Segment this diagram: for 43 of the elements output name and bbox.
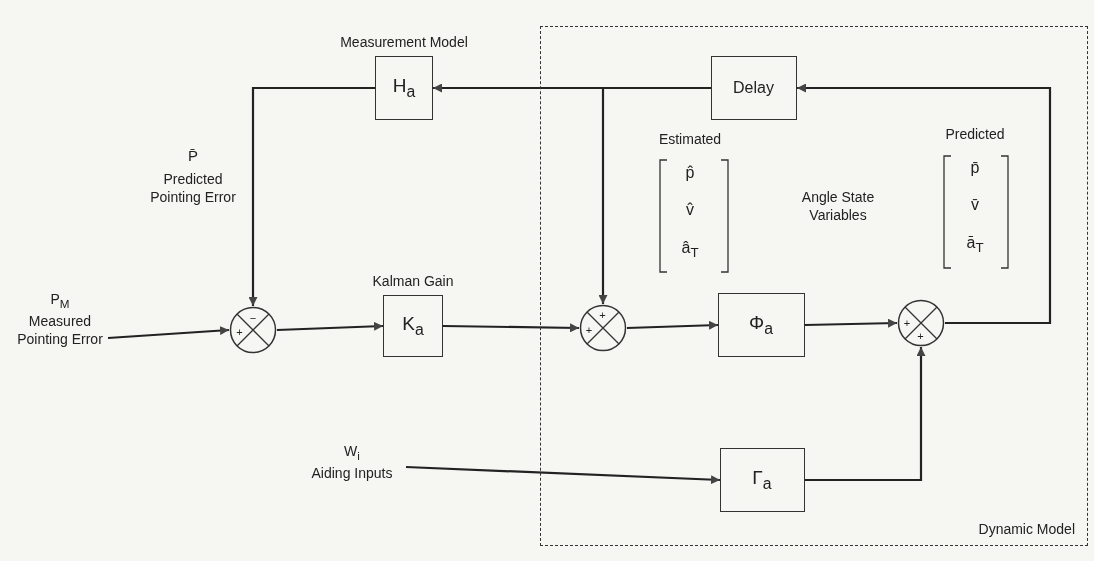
signal-arrow	[598, 86, 711, 304]
block-label: Delay	[733, 78, 774, 97]
signal-arrow	[405, 465, 721, 485]
signal-label: Aiding Inputs	[311, 463, 393, 483]
annotation-label: p̄	[970, 158, 980, 178]
annotation-label: v̄	[971, 195, 979, 215]
block-box	[710, 55, 797, 120]
sign-label: −	[249, 312, 257, 323]
annotation-label: Predicted Pointing Error	[149, 170, 237, 207]
block-heading: Kalman Gain	[371, 271, 455, 290]
annotation-label: Estimated	[658, 130, 722, 149]
signal-symbol: W$_{i}$	[344, 442, 360, 464]
annotation-label: P̄	[188, 146, 198, 166]
sign-label: +	[917, 330, 924, 342]
annotation-label: Predicted	[945, 125, 1005, 144]
annotation-label: v̂	[686, 200, 694, 220]
signal-arrow	[107, 326, 230, 340]
signal-arrow	[797, 83, 1052, 325]
signal-arrow	[805, 347, 926, 482]
sign-label: +	[903, 317, 911, 328]
signal-arrow	[804, 318, 898, 328]
signal-arrow	[443, 323, 579, 333]
block-label: Φ$_{a}$	[749, 311, 773, 338]
boundary-label: Dynamic Model	[978, 521, 1075, 537]
block-box	[717, 292, 805, 357]
annotation-label: Angle State Variables	[800, 188, 876, 225]
signal-arrow	[248, 86, 375, 306]
dashed-boundary	[540, 26, 1088, 546]
annotation-label: p̂	[685, 163, 695, 183]
sign-label: +	[585, 324, 593, 336]
annotation-label: ā$_{T}$	[966, 233, 984, 257]
signal-label: Measured Pointing Error	[16, 311, 104, 350]
block-label: H$_{a}$	[392, 75, 416, 101]
signal-arrow	[276, 321, 384, 332]
block-label: K$_{a}$	[402, 313, 424, 339]
block-heading: Measurement Model	[339, 32, 469, 51]
block-label: Γ$_{a}$	[752, 466, 772, 493]
annotation-label: â$_{T}$	[681, 238, 699, 262]
signal-symbol: P$_{M}$	[50, 290, 70, 312]
signal-arrow	[626, 320, 719, 330]
sign-label: +	[236, 326, 243, 338]
block-box	[719, 447, 805, 512]
sign-label: +	[599, 309, 606, 321]
